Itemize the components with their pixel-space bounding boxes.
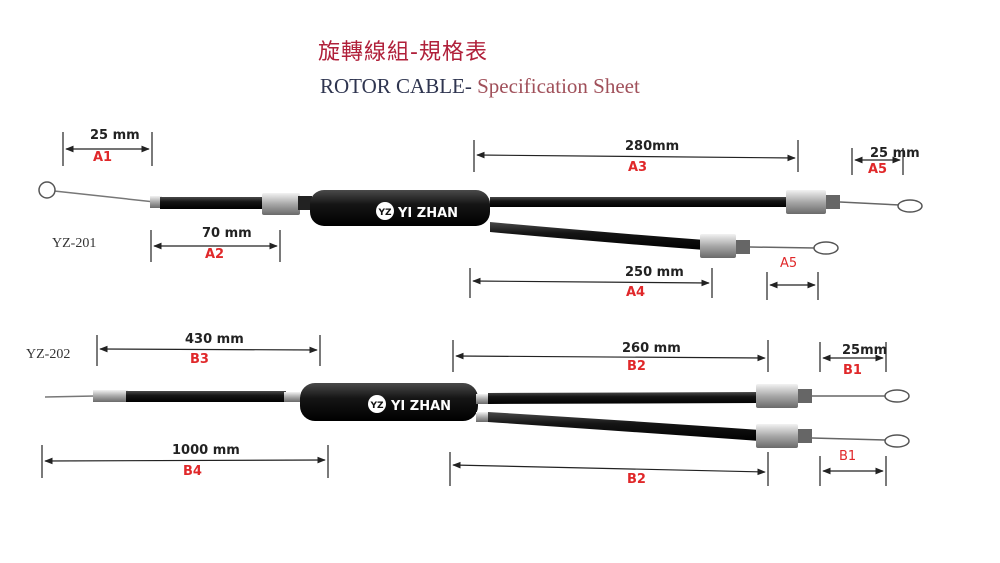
dim-value-a5: 25 mm — [870, 146, 920, 161]
dim-value-a3: 280mm — [625, 139, 680, 154]
upper-barrel-adjuster — [786, 190, 826, 214]
lower-barrel-adjuster — [756, 424, 798, 448]
dim-line-b2-lower — [452, 461, 766, 476]
brand-logo-text: YZ — [377, 208, 392, 218]
dim-code-a1: A1 — [93, 150, 113, 165]
dimension-lines-yz-201 — [62, 132, 904, 300]
cable-end-loop — [38, 181, 56, 199]
dim-value-b3: 430 mm — [185, 332, 244, 347]
page-title-chinese: 旋轉線組-規格表 — [318, 40, 488, 65]
upper-cable-branch — [490, 197, 790, 207]
cable-ferrule — [93, 390, 128, 402]
dim-line-a4 — [472, 277, 710, 287]
model-label-yz-201: YZ-201 — [52, 236, 97, 251]
dim-value-b4: 1000 mm — [172, 443, 240, 458]
model-label-yz-202: YZ-202 — [26, 347, 71, 362]
brand-name: YI ZHAN — [390, 399, 451, 414]
lower-cable-end — [813, 241, 839, 255]
cable-yz-201: YZ YI ZHAN — [38, 181, 923, 258]
dimension-lines-yz-202 — [41, 335, 887, 486]
dim-code-b1-upper: B1 — [843, 363, 862, 378]
brand-logo-icon — [368, 395, 386, 413]
dim-line-a3 — [476, 151, 796, 162]
dim-code-a5-lower: A5 — [780, 256, 798, 271]
dim-code-b1-lower: B1 — [839, 449, 857, 464]
page-title-english: ROTOR CABLE- Specification Sheet — [320, 74, 640, 99]
upper-barrel-adjuster — [756, 384, 798, 408]
dim-value-a4: 250 mm — [625, 265, 684, 280]
title-english-sub: Specification Sheet — [477, 74, 640, 98]
cable-housing — [160, 197, 270, 209]
upper-cable-end — [884, 389, 910, 403]
dim-code-b2-lower: B2 — [627, 472, 646, 487]
brand-logo-text: YZ — [369, 401, 384, 411]
lower-cable-end — [884, 434, 910, 448]
cable-housing — [126, 391, 286, 402]
dim-code-a4: A4 — [626, 285, 646, 300]
splitter-body — [310, 190, 490, 226]
dim-value-b1: 25mm — [842, 343, 888, 358]
dim-code-a2: A2 — [205, 247, 225, 262]
dim-code-b2-upper: B2 — [627, 359, 646, 374]
dim-line-b2-upper — [455, 352, 766, 362]
brand-logo-icon — [376, 202, 394, 220]
dim-code-a5-upper: A5 — [868, 162, 888, 177]
brand-name: YI ZHAN — [397, 206, 458, 221]
upper-cable-branch — [488, 392, 760, 404]
upper-cable-end — [897, 199, 923, 213]
dim-code-a3: A3 — [628, 160, 648, 175]
dim-value-b2: 260 mm — [622, 341, 681, 356]
lower-barrel-adjuster — [700, 234, 736, 258]
title-english-main: ROTOR CABLE- — [320, 74, 472, 98]
lower-cable-branch — [490, 222, 705, 250]
dim-line-b3 — [99, 345, 318, 354]
barrel-adjuster — [262, 193, 300, 215]
dim-code-b3: B3 — [190, 352, 209, 367]
lower-cable-branch — [488, 412, 760, 441]
dim-code-b4: B4 — [183, 464, 202, 479]
cable-yz-202: YZ YI ZHAN — [44, 383, 910, 448]
dim-value-a2: 70 mm — [202, 226, 252, 241]
dim-value-a1: 25 mm — [90, 128, 140, 143]
splitter-body — [300, 383, 478, 421]
dim-line-b4 — [44, 456, 326, 465]
